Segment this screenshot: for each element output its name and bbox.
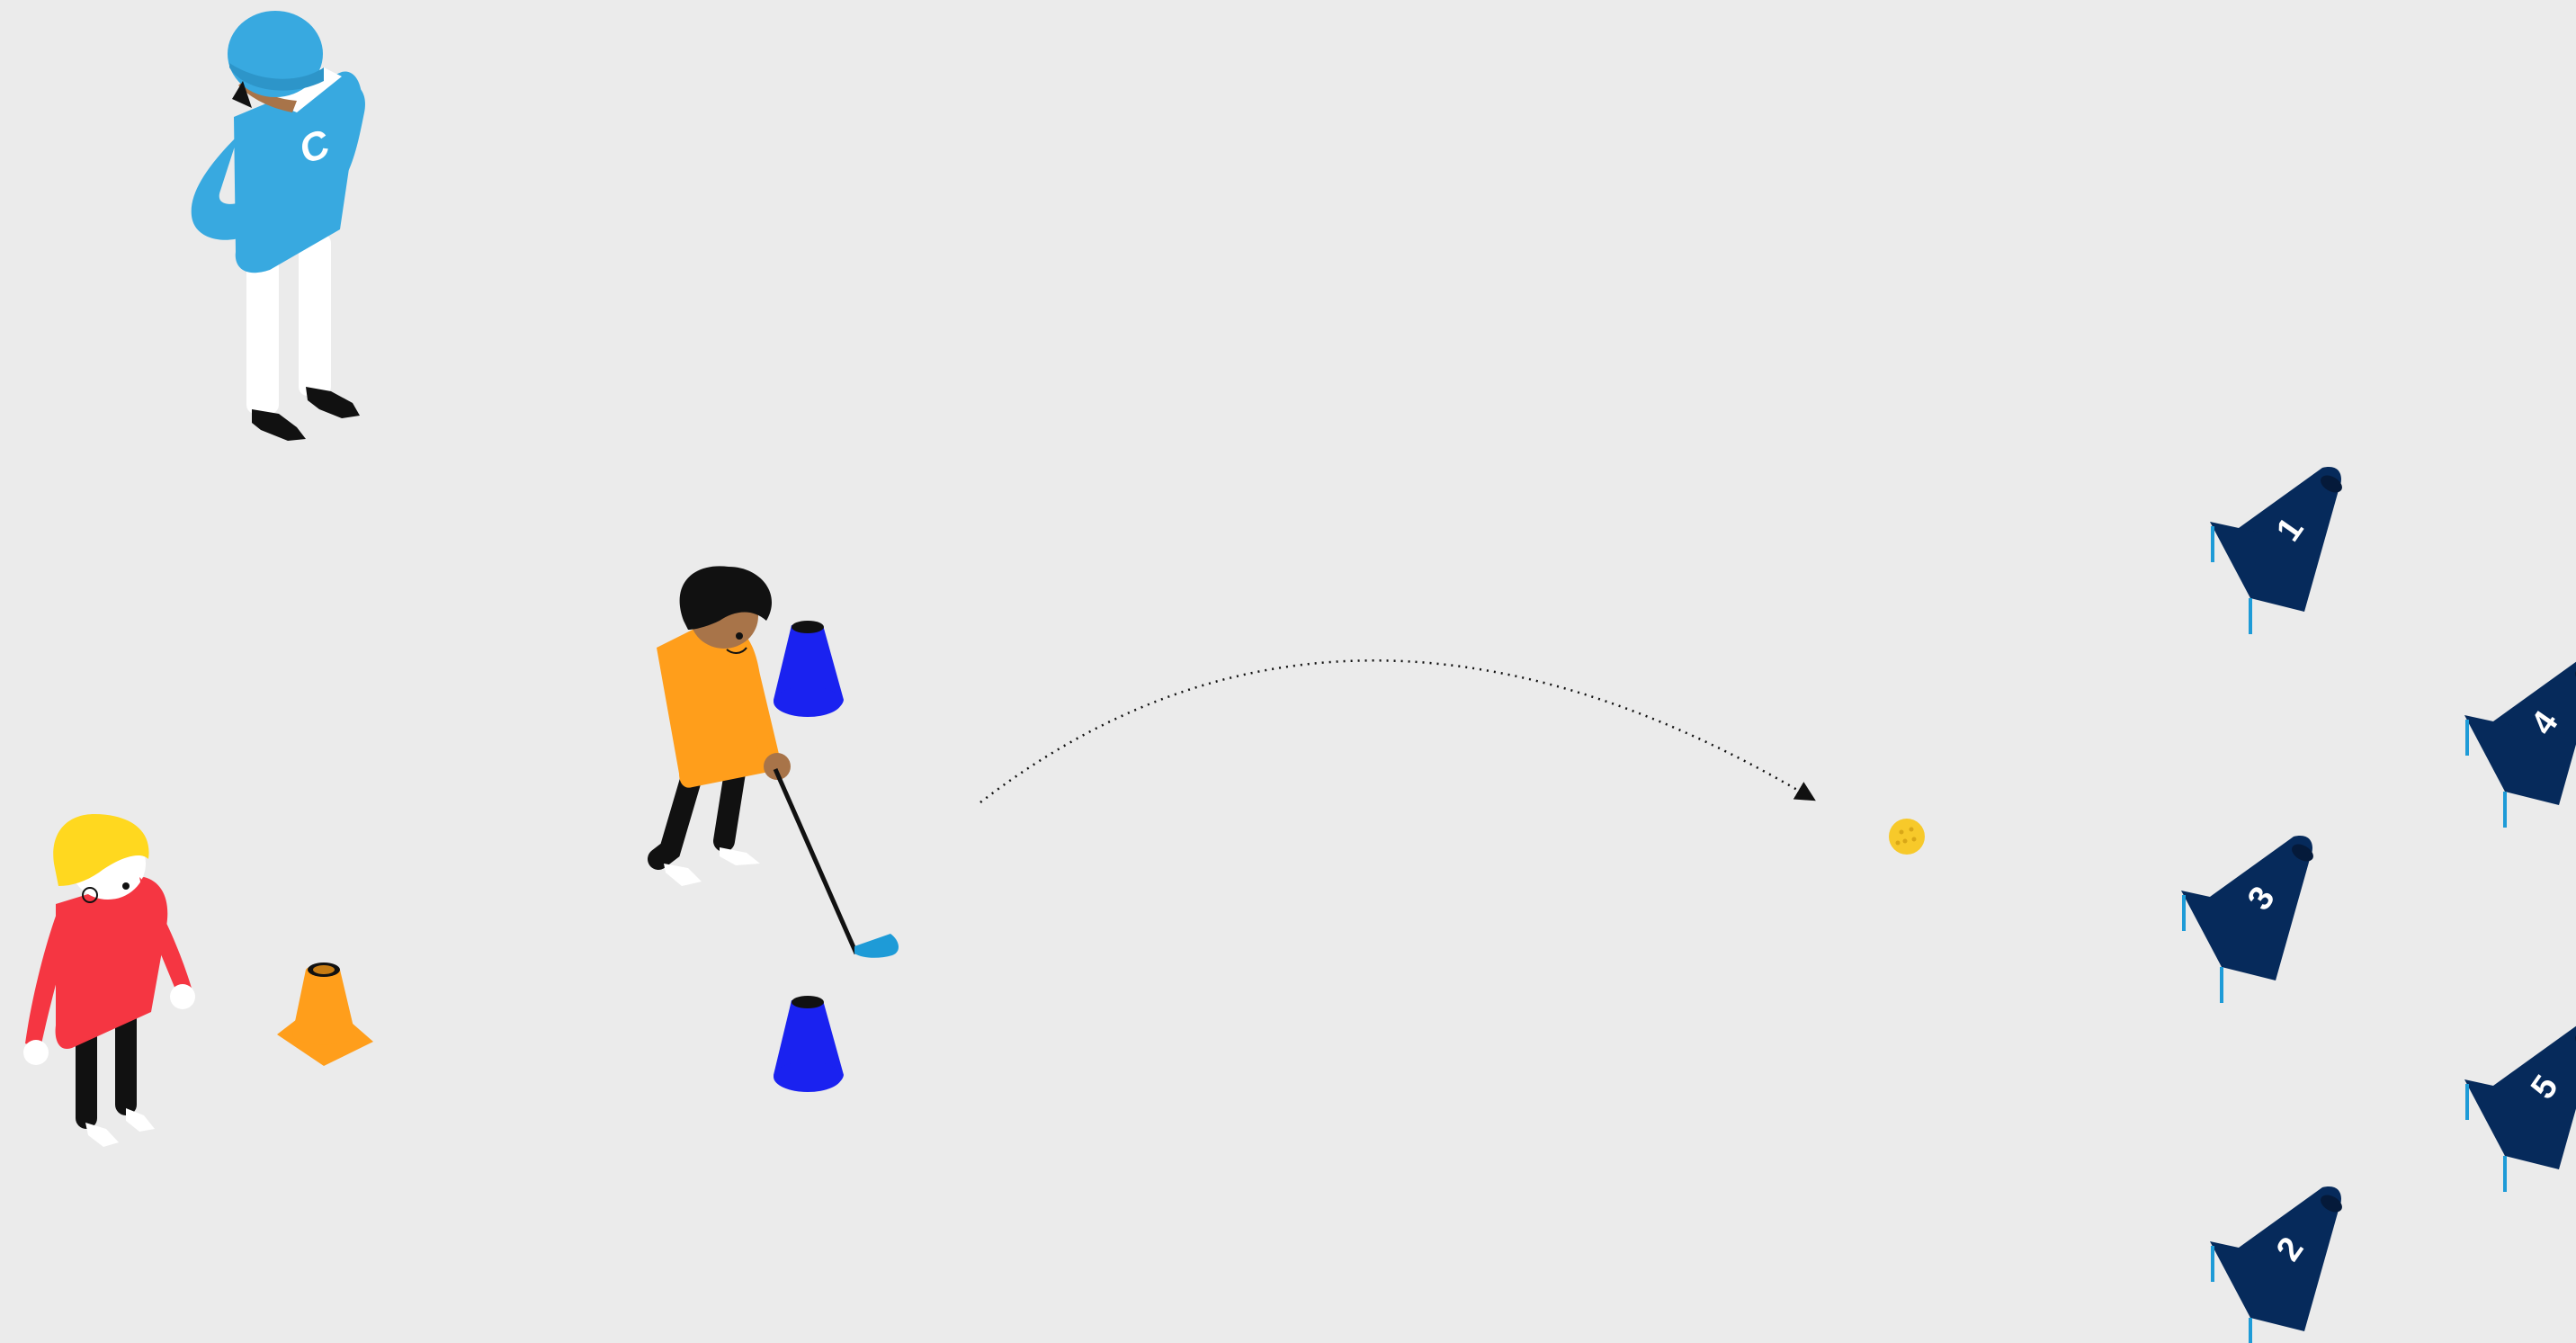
target-flag-2: 2 — [2210, 1186, 2345, 1343]
target-flag-5: 5 — [2464, 1025, 2576, 1192]
target-flag-3: 3 — [2181, 836, 2316, 1003]
orange-traffic-cone — [277, 962, 373, 1066]
target-flag-4: 4 — [2464, 660, 2576, 828]
target-flag-1: 1 — [2210, 467, 2345, 634]
blue-marker-cone-lower — [774, 996, 844, 1092]
golf-club — [775, 769, 899, 958]
hitting-player-figure — [657, 566, 791, 886]
golf-ball — [1889, 819, 1925, 855]
waiting-player-figure — [23, 814, 195, 1147]
coach-figure: C — [192, 11, 365, 441]
shot-trajectory-arrow — [980, 660, 1812, 802]
blue-marker-cone-upper — [774, 621, 844, 717]
